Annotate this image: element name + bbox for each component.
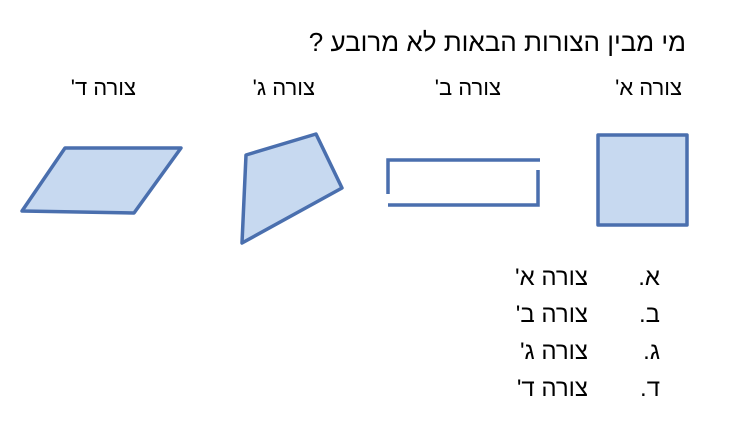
shape-a-square [596,133,689,227]
shape-d-label: צורה ד' [70,75,136,100]
option-d-text[interactable]: צורה ד' [516,375,588,402]
shape-c-quadrilateral [240,132,344,245]
option-c-text[interactable]: צורה ג' [519,338,588,365]
shape-b-left-bracket [386,158,540,194]
option-c-letter: ג. [643,338,660,365]
option-a-text[interactable]: צורה א' [515,264,588,291]
shape-c-label: צורה ג' [252,75,315,100]
question-title: מי מבין הצורות הבאות לא מרובע ? [308,27,686,57]
option-b-text[interactable]: צורה ב' [515,301,588,328]
option-b-letter: ב. [638,301,660,328]
shape-b-label: צורה ב' [434,75,501,100]
shape-b-right-bracket [388,170,540,207]
shape-d-parallelogram [20,146,183,215]
option-a-letter: א. [638,264,660,291]
shape-a-label: צורה א' [615,75,682,100]
option-d-letter: ד. [640,375,660,402]
shape-b-open-rectangle [386,158,540,207]
